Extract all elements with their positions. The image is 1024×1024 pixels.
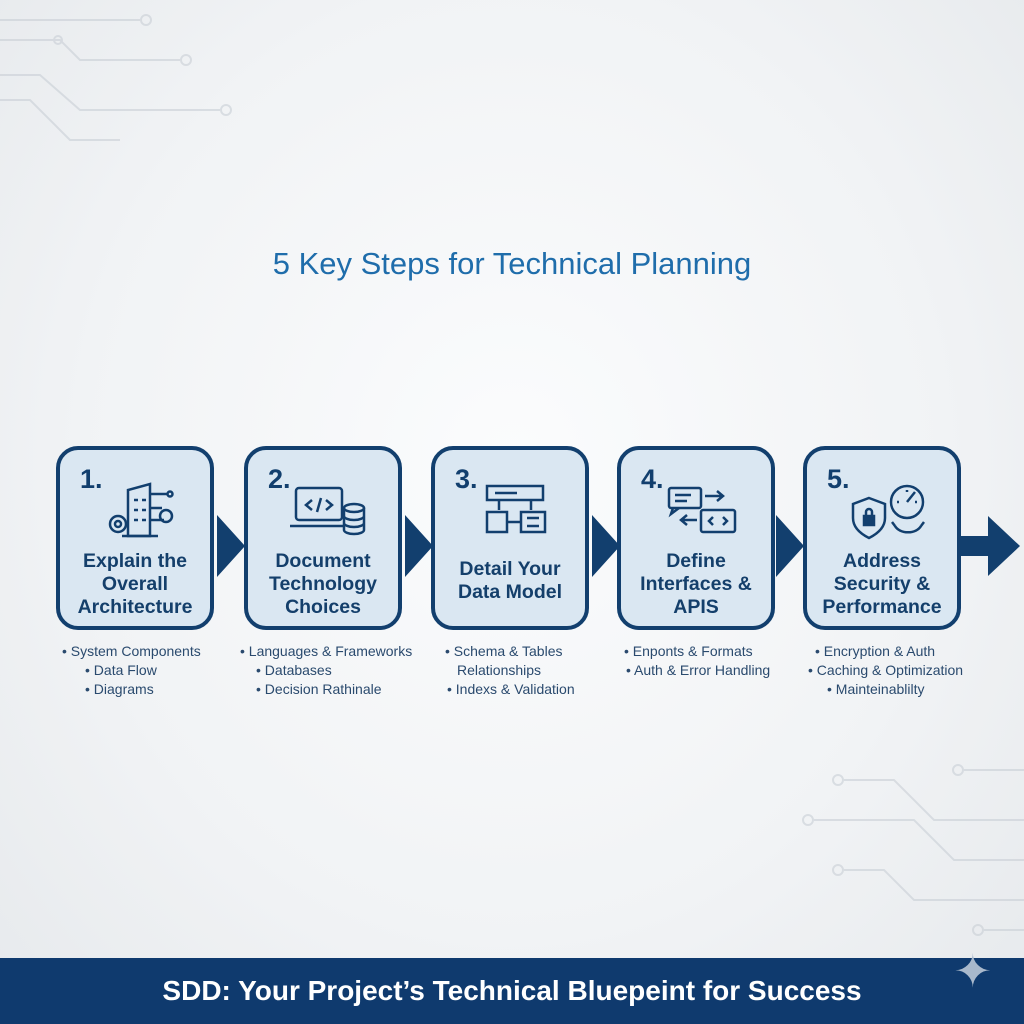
step-title: Detail Your Data Model	[457, 558, 562, 603]
bullet-item: • Auth & Error Handling	[626, 662, 771, 678]
arrow-right-icon	[592, 515, 620, 577]
step-title: Address Security & Performance	[822, 550, 942, 618]
laptop-code-database-icon	[290, 486, 366, 536]
bullet-item: Relationships	[457, 662, 542, 678]
step-card-2: 2. Document Technology Choices	[244, 446, 402, 630]
arrow-right-icon	[405, 515, 433, 577]
bullet-item: • Decision Rathinale	[256, 681, 382, 697]
step-number: 5.	[827, 464, 850, 494]
step-number: 4.	[641, 464, 664, 494]
step-card-5: 5. Address Security & Performance	[803, 446, 961, 630]
step-number: 3.	[455, 464, 478, 494]
step-title: Document Technology Choices	[269, 550, 377, 618]
arrow-head-icon	[988, 516, 1020, 576]
bullet-item: • Encryption & Auth	[815, 643, 936, 659]
step-title: Explain the Overall Architecture	[77, 550, 193, 618]
bullet-item: • Indexs & Validation	[447, 681, 575, 697]
shield-speedometer-icon	[851, 484, 925, 540]
data-model-diagram-icon	[485, 484, 547, 534]
bullet-item: • Languages & Frameworks	[240, 643, 413, 659]
bullet-item: • System Components	[62, 643, 201, 659]
circuit-decoration-top-left	[0, 14, 232, 141]
architecture-gears-icon	[108, 482, 174, 538]
bullet-item: • Mainteinablilty	[827, 681, 925, 697]
arrow-right-icon	[776, 515, 804, 577]
arrow-right-icon	[217, 515, 245, 577]
step-number: 1.	[80, 464, 103, 494]
step-card-3: 3. Detail Your Data Model	[431, 446, 589, 630]
step-number: 2.	[268, 464, 291, 494]
step-card-4: 4. Define Interfaces & APIS	[617, 446, 775, 630]
step-1-bullets: • System Components • Data Flow • Diagra…	[62, 642, 201, 699]
step-5-bullets: • Encryption & Auth • Caching & Optimiza…	[808, 642, 963, 699]
api-exchange-icon	[667, 486, 737, 534]
footer-banner: SDD: Your Project’s Technical Bluepeint …	[0, 958, 1024, 1024]
arrow-right-icon	[957, 536, 991, 556]
step-2-bullets: • Languages & Frameworks • Databases • D…	[240, 642, 412, 699]
bullet-item: • Diagrams	[85, 681, 154, 697]
bullet-item: • Enponts & Formats	[624, 643, 753, 659]
bullet-item: • Data Flow	[85, 662, 157, 678]
circuit-decoration-bottom-right	[802, 764, 1024, 936]
step-title: Define Interfaces & APIS	[640, 550, 752, 618]
bullet-item: • Databases	[256, 662, 332, 678]
step-3-bullets: • Schema & Tables Relationships • Indexs…	[445, 642, 575, 699]
bullet-item: • Schema & Tables	[445, 643, 563, 659]
page-title: 5 Key Steps for Technical Planning	[272, 246, 752, 281]
bullet-item: • Caching & Optimization	[808, 662, 964, 678]
sparkle-icon: ✦	[953, 945, 992, 997]
step-4-bullets: • Enponts & Formats • Auth & Error Handl…	[624, 642, 771, 680]
step-card-1: 1. Explain the Overall Architecture	[56, 446, 214, 630]
